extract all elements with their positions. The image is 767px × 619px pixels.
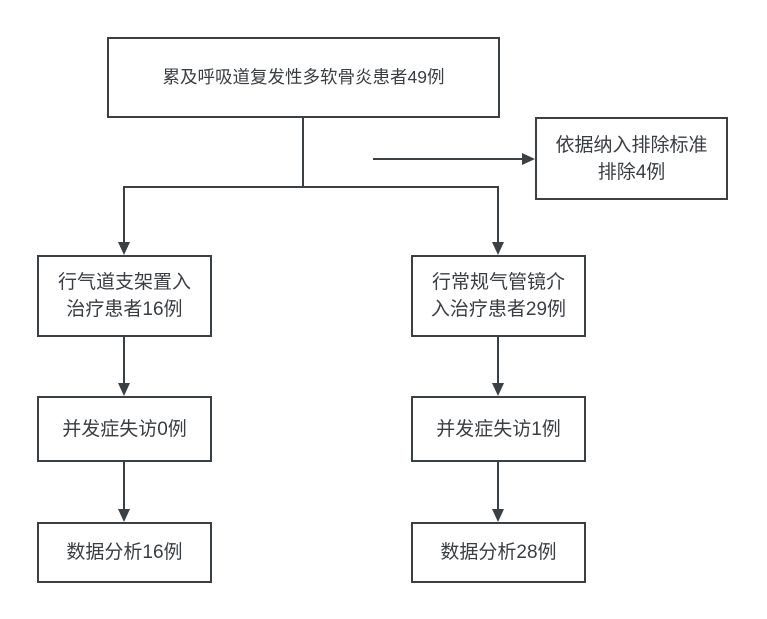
node-bronchoscopy-lost-followup: 并发症失访1例 <box>411 396 586 462</box>
connector-bronchoscopy-group-to-lost <box>497 337 499 384</box>
node-total-patients: 累及呼吸道复发性多软骨炎患者49例 <box>107 37 500 118</box>
node-stent-group-label-line2: 治疗患者16例 <box>66 299 183 320</box>
arrowhead-down-stent-group <box>118 242 130 255</box>
arrowhead-down-stent-analyzed <box>118 509 130 522</box>
node-stent-analyzed-label: 数据分析16例 <box>66 542 183 563</box>
node-bronchoscopy-group-label-line2: 入治疗患者29例 <box>430 299 567 320</box>
node-stent-group-label-line1: 行气道支架置入 <box>57 272 191 293</box>
node-total-patients-label: 累及呼吸道复发性多软骨炎患者49例 <box>162 67 445 87</box>
arrowhead-down-stent-lost <box>118 383 130 396</box>
node-bronchoscopy-lost-followup-label: 并发症失访1例 <box>436 418 561 440</box>
connector-split-to-stent-group <box>123 186 125 243</box>
node-stent-analyzed: 数据分析16例 <box>37 522 212 583</box>
node-stent-lost-followup: 并发症失访0例 <box>37 396 212 462</box>
arrowhead-right-excluded <box>522 153 535 165</box>
node-bronchoscopy-analyzed: 数据分析28例 <box>411 522 586 583</box>
node-stent-group: 行气道支架置入 治疗患者16例 <box>37 255 212 337</box>
node-excluded: 依据纳入排除标准 排除4例 <box>535 117 728 200</box>
arrowhead-down-bronchoscopy-analyzed <box>492 509 504 522</box>
node-bronchoscopy-group: 行常规气管镜介 入治疗患者29例 <box>411 255 586 337</box>
connector-stent-lost-to-analyzed <box>123 462 125 510</box>
connector-bronchoscopy-lost-to-analyzed <box>497 462 499 510</box>
node-bronchoscopy-group-label-line1: 行常规气管镜介 <box>431 272 565 293</box>
arrowhead-down-bronchoscopy-lost <box>492 383 504 396</box>
node-bronchoscopy-analyzed-label: 数据分析28例 <box>440 542 557 563</box>
node-excluded-label-line2: 排除4例 <box>597 161 666 183</box>
connector-stent-group-to-lost <box>123 337 125 384</box>
node-stent-lost-followup-label: 并发症失访0例 <box>62 418 187 440</box>
arrowhead-down-bronchoscopy-group <box>492 242 504 255</box>
node-excluded-label-line1: 依据纳入排除标准 <box>555 134 708 156</box>
connector-split-to-bronchoscopy-group <box>497 186 499 243</box>
connector-split-horizontal <box>123 186 499 188</box>
connector-total-to-split <box>302 118 304 188</box>
connector-to-excluded <box>373 158 522 160</box>
